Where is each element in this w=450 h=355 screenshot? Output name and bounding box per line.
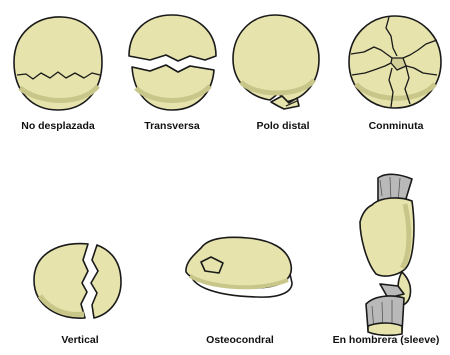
patella-transverse [129,15,216,110]
label-osteocondral: Osteocondral [206,334,274,346]
label-en-hombrera: En hombrera (sleeve) [333,334,440,346]
label-polo-distal: Polo distal [256,120,309,132]
patella-vertical [34,244,121,319]
label-vertical: Vertical [61,334,98,346]
label-conminuta: Conminuta [369,120,424,132]
patella-distal-pole [233,15,319,109]
label-transversa: Transversa [144,120,199,132]
patella-nondisplaced [14,17,102,110]
patella-sleeve [360,174,414,335]
patella-osteochondral [186,237,292,297]
patella-comminuted [349,16,441,108]
label-no-desplazada: No desplazada [21,120,95,132]
